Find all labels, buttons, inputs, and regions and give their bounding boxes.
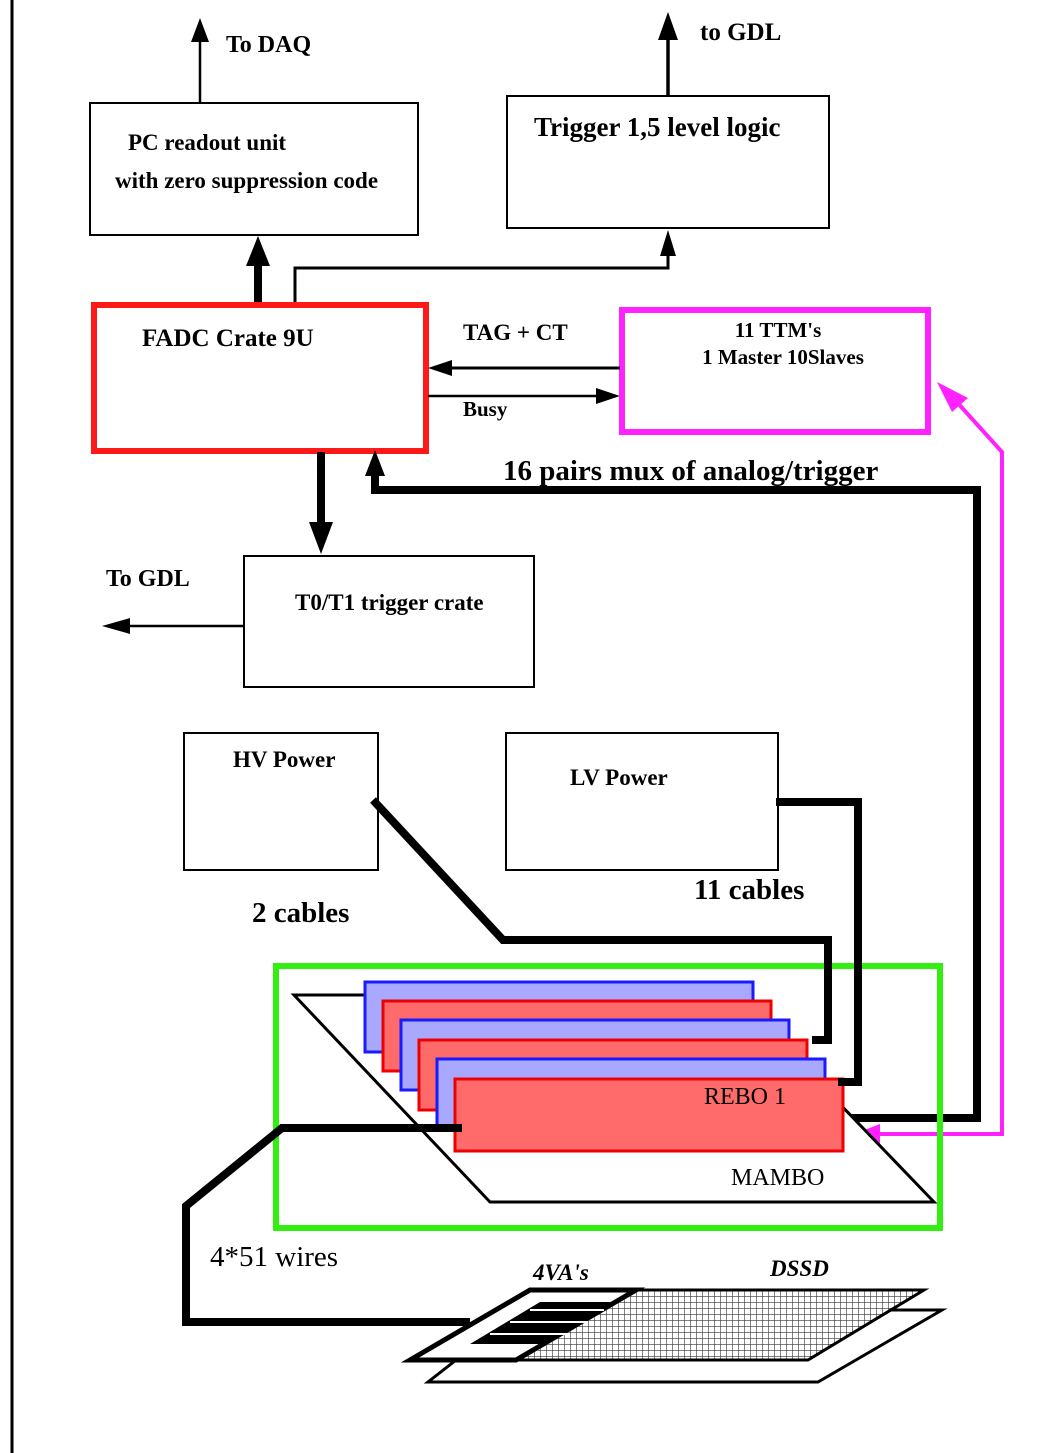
rebo-board-1 [453,1077,845,1153]
t0t1-crate-box [243,555,535,688]
fadc-crate-box [91,302,429,454]
ttm-box [619,307,931,435]
lv-label: LV Power [570,765,668,790]
wires-cable [182,1124,470,1326]
wires-label: 4*51 wires [210,1241,338,1273]
mambo-enclosure [273,963,943,1231]
fadc-to-t0-arrowhead [309,522,333,554]
mambo-label: MAMBO [731,1165,824,1191]
to-gdl-top-arrowhead [658,12,678,40]
hv-label: HV Power [233,747,335,772]
mux-label: 16 pairs mux of analog/trigger [503,455,878,487]
ttm-label-line2: 1 Master 10Slaves [702,345,864,369]
to-daq-label: To DAQ [226,32,311,58]
to-daq-arrowhead [191,18,209,42]
to-gdl-left-arrowhead [102,618,130,634]
rebo-label: REBO 1 [704,1084,786,1110]
fadc-to-trigger-arrowhead [660,230,676,256]
tag-ct-label: TAG + CT [463,320,568,345]
to-gdl-left-label: To GDL [106,566,190,592]
pc-readout-box [89,102,419,236]
hv-power-box [183,732,379,871]
to-gdl-top-label: to GDL [700,19,781,46]
mux-arrowhead [365,450,385,476]
ttm-feedback-arrowhead-top [937,382,968,412]
vas-label: 4VA's [532,1260,589,1285]
fadc-to-trigger-path [293,252,670,302]
tag-ct-arrowhead [428,360,452,376]
pc-label-line2: with zero suppression code [115,168,378,193]
ttm-feedback-path [870,398,1004,1136]
lv-cable [776,798,862,1086]
ttm-label-line1: 11 TTM's [735,318,822,342]
lv-power-box [505,732,779,871]
trigger-logic-label: Trigger 1,5 level logic [534,112,780,142]
busy-label: Busy [463,397,508,421]
hv-cable [370,797,832,1044]
fadc-to-pc-arrowhead [246,236,270,266]
mux-path [371,472,981,1122]
two-cables-label: 2 cables [252,897,349,929]
eleven-cables-label: 11 cables [694,874,804,906]
t0t1-label: T0/T1 trigger crate [295,590,484,615]
pc-label-line1: PC readout unit [128,130,286,155]
busy-arrowhead [596,388,620,404]
dssd-label: DSSD [769,1256,829,1281]
fadc-label: FADC Crate 9U [142,325,314,352]
